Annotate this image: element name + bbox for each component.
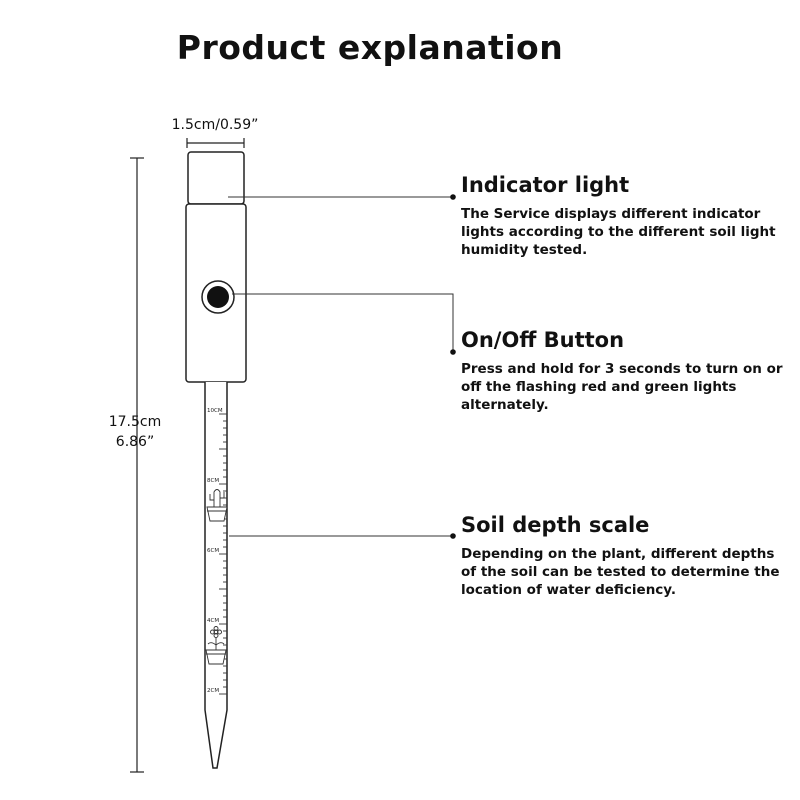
width-dimension-label: 1.5cm/0.59”	[171, 117, 259, 133]
device-head	[185, 151, 247, 383]
on-off-button-callout: On/Off Button Press and hold for 3 secon…	[461, 328, 791, 414]
width-dimension-line	[186, 138, 245, 148]
power-button	[201, 280, 235, 314]
height-dimension-label: 17.5cm 6.86”	[95, 412, 175, 452]
callout-dots	[450, 194, 456, 539]
flower-pot-icon	[205, 626, 227, 665]
scale-label: 4CM	[207, 618, 219, 624]
height-cm-label: 17.5cm	[108, 414, 162, 430]
page-title: Product explanation	[176, 28, 564, 67]
scale-label: 6CM	[207, 548, 219, 554]
scale-label: 10CM	[207, 408, 223, 414]
soil-depth-scale-callout: Soil depth scale Depending on the plant,…	[461, 513, 791, 599]
soil-depth-scale-title: Soil depth scale	[461, 513, 650, 537]
indicator-light-callout: Indicator light The Service displays dif…	[461, 173, 791, 259]
indicator-light-title: Indicator light	[461, 173, 630, 197]
indicator-light-description: The Service displays different indicator…	[461, 206, 776, 258]
callout-leader-lines	[228, 196, 454, 537]
probe-stake	[204, 382, 228, 769]
on-off-button-title: On/Off Button	[461, 328, 625, 352]
height-dimension-line	[130, 157, 144, 773]
height-in-label: 6.86”	[115, 434, 155, 450]
scale-label: 2CM	[207, 688, 219, 694]
on-off-button-description: Press and hold for 3 seconds to turn on …	[461, 361, 783, 413]
soil-depth-scale-description: Depending on the plant, different depths…	[461, 546, 780, 598]
scale-label: 8CM	[207, 478, 219, 484]
cactus-pot-icon	[206, 489, 228, 522]
